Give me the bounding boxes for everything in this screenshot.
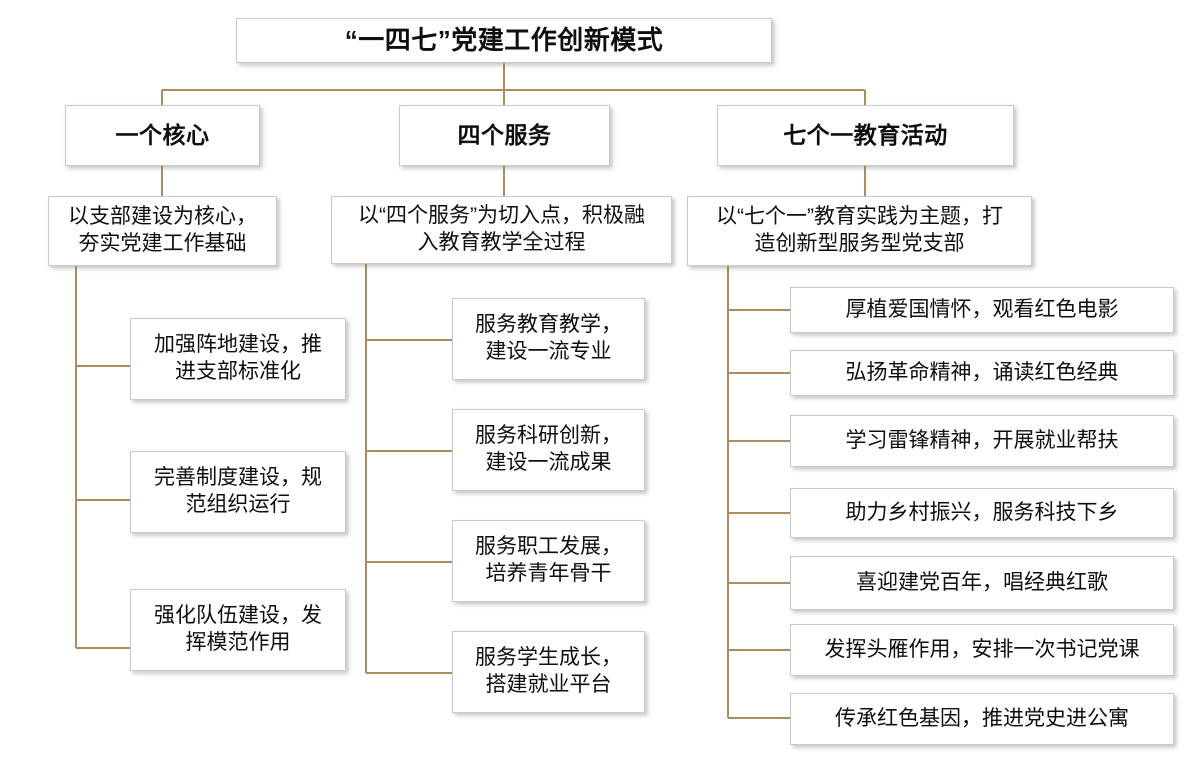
leaf-four-services-3[interactable]: 服务职工发展， 培养青年骨干 — [452, 520, 645, 602]
leaf-text: 助力乡村振兴，服务科技下乡 — [845, 500, 1119, 524]
leaf-seven-ones-7[interactable]: 传承红色基因，推进党史进公寓 — [790, 693, 1174, 745]
root-title-box[interactable]: “一四七”党建工作创新模式 — [236, 18, 772, 63]
leaf-text: 厚植爱国情怀，观看红色电影 — [845, 297, 1119, 321]
root-title-text: “一四七”党建工作创新模式 — [344, 24, 664, 55]
branch-summary-one-core[interactable]: 以支部建设为核心， 夯实党建工作基础 — [48, 196, 277, 266]
leaf-seven-ones-2[interactable]: 弘扬革命精神，诵读红色经典 — [790, 350, 1174, 396]
leaf-four-services-1[interactable]: 服务教育教学， 建设一流专业 — [452, 298, 645, 380]
leaf-text: 完善制度建设，规 范组织运行 — [154, 466, 322, 516]
leaf-one-core-2[interactable]: 完善制度建设，规 范组织运行 — [130, 451, 346, 533]
leaf-four-services-2[interactable]: 服务科研创新， 建设一流成果 — [452, 409, 645, 491]
branch-heading-four-services[interactable]: 四个服务 — [399, 105, 610, 166]
branch-summary-seven-ones[interactable]: 以“七个一”教育实践为主题，打 造创新型服务型党支部 — [687, 196, 1032, 266]
leaf-four-services-4[interactable]: 服务学生成长， 搭建就业平台 — [452, 631, 645, 713]
leaf-one-core-1[interactable]: 加强阵地建设，推 进支部标准化 — [130, 318, 346, 400]
branch-heading-seven-ones[interactable]: 七个一教育活动 — [717, 105, 1014, 166]
branch-heading-label: 七个一教育活动 — [783, 121, 948, 148]
branch-summary-four-services[interactable]: 以“四个服务”为切入点，积极融 入教育教学全过程 — [331, 196, 672, 264]
leaf-text: 弘扬革命精神，诵读红色经典 — [845, 360, 1119, 384]
leaf-seven-ones-6[interactable]: 发挥头雁作用，安排一次书记党课 — [790, 624, 1174, 676]
leaf-text: 学习雷锋精神，开展就业帮扶 — [845, 428, 1119, 452]
branch-heading-label: 四个服务 — [457, 121, 552, 148]
branch-heading-label: 一个核心 — [115, 121, 210, 148]
leaf-text: 服务科研创新， 建设一流成果 — [475, 424, 622, 474]
leaf-text: 服务学生成长， 搭建就业平台 — [475, 646, 622, 696]
leaf-seven-ones-4[interactable]: 助力乡村振兴，服务科技下乡 — [790, 488, 1174, 538]
branch-summary-text: 以“七个一”教育实践为主题，打 造创新型服务型党支部 — [716, 205, 1003, 255]
leaf-text: 强化队伍建设，发 挥模范作用 — [154, 604, 322, 654]
leaf-seven-ones-1[interactable]: 厚植爱国情怀，观看红色电影 — [790, 287, 1174, 333]
leaf-text: 服务职工发展， 培养青年骨干 — [475, 535, 622, 585]
leaf-seven-ones-3[interactable]: 学习雷锋精神，开展就业帮扶 — [790, 415, 1174, 467]
branch-summary-text: 以支部建设为核心， 夯实党建工作基础 — [68, 205, 257, 255]
leaf-text: 发挥头雁作用，安排一次书记党课 — [824, 637, 1140, 661]
leaf-text: 喜迎建党百年，唱经典红歌 — [856, 570, 1108, 594]
leaf-text: 加强阵地建设，推 进支部标准化 — [154, 333, 322, 383]
leaf-seven-ones-5[interactable]: 喜迎建党百年，唱经典红歌 — [790, 556, 1174, 610]
leaf-text: 服务教育教学， 建设一流专业 — [475, 313, 622, 363]
branch-heading-one-core[interactable]: 一个核心 — [65, 105, 260, 166]
branch-summary-text: 以“四个服务”为切入点，积极融 入教育教学全过程 — [358, 204, 645, 254]
leaf-one-core-3[interactable]: 强化队伍建设，发 挥模范作用 — [130, 589, 346, 671]
leaf-text: 传承红色基因，推进党史进公寓 — [835, 706, 1129, 730]
